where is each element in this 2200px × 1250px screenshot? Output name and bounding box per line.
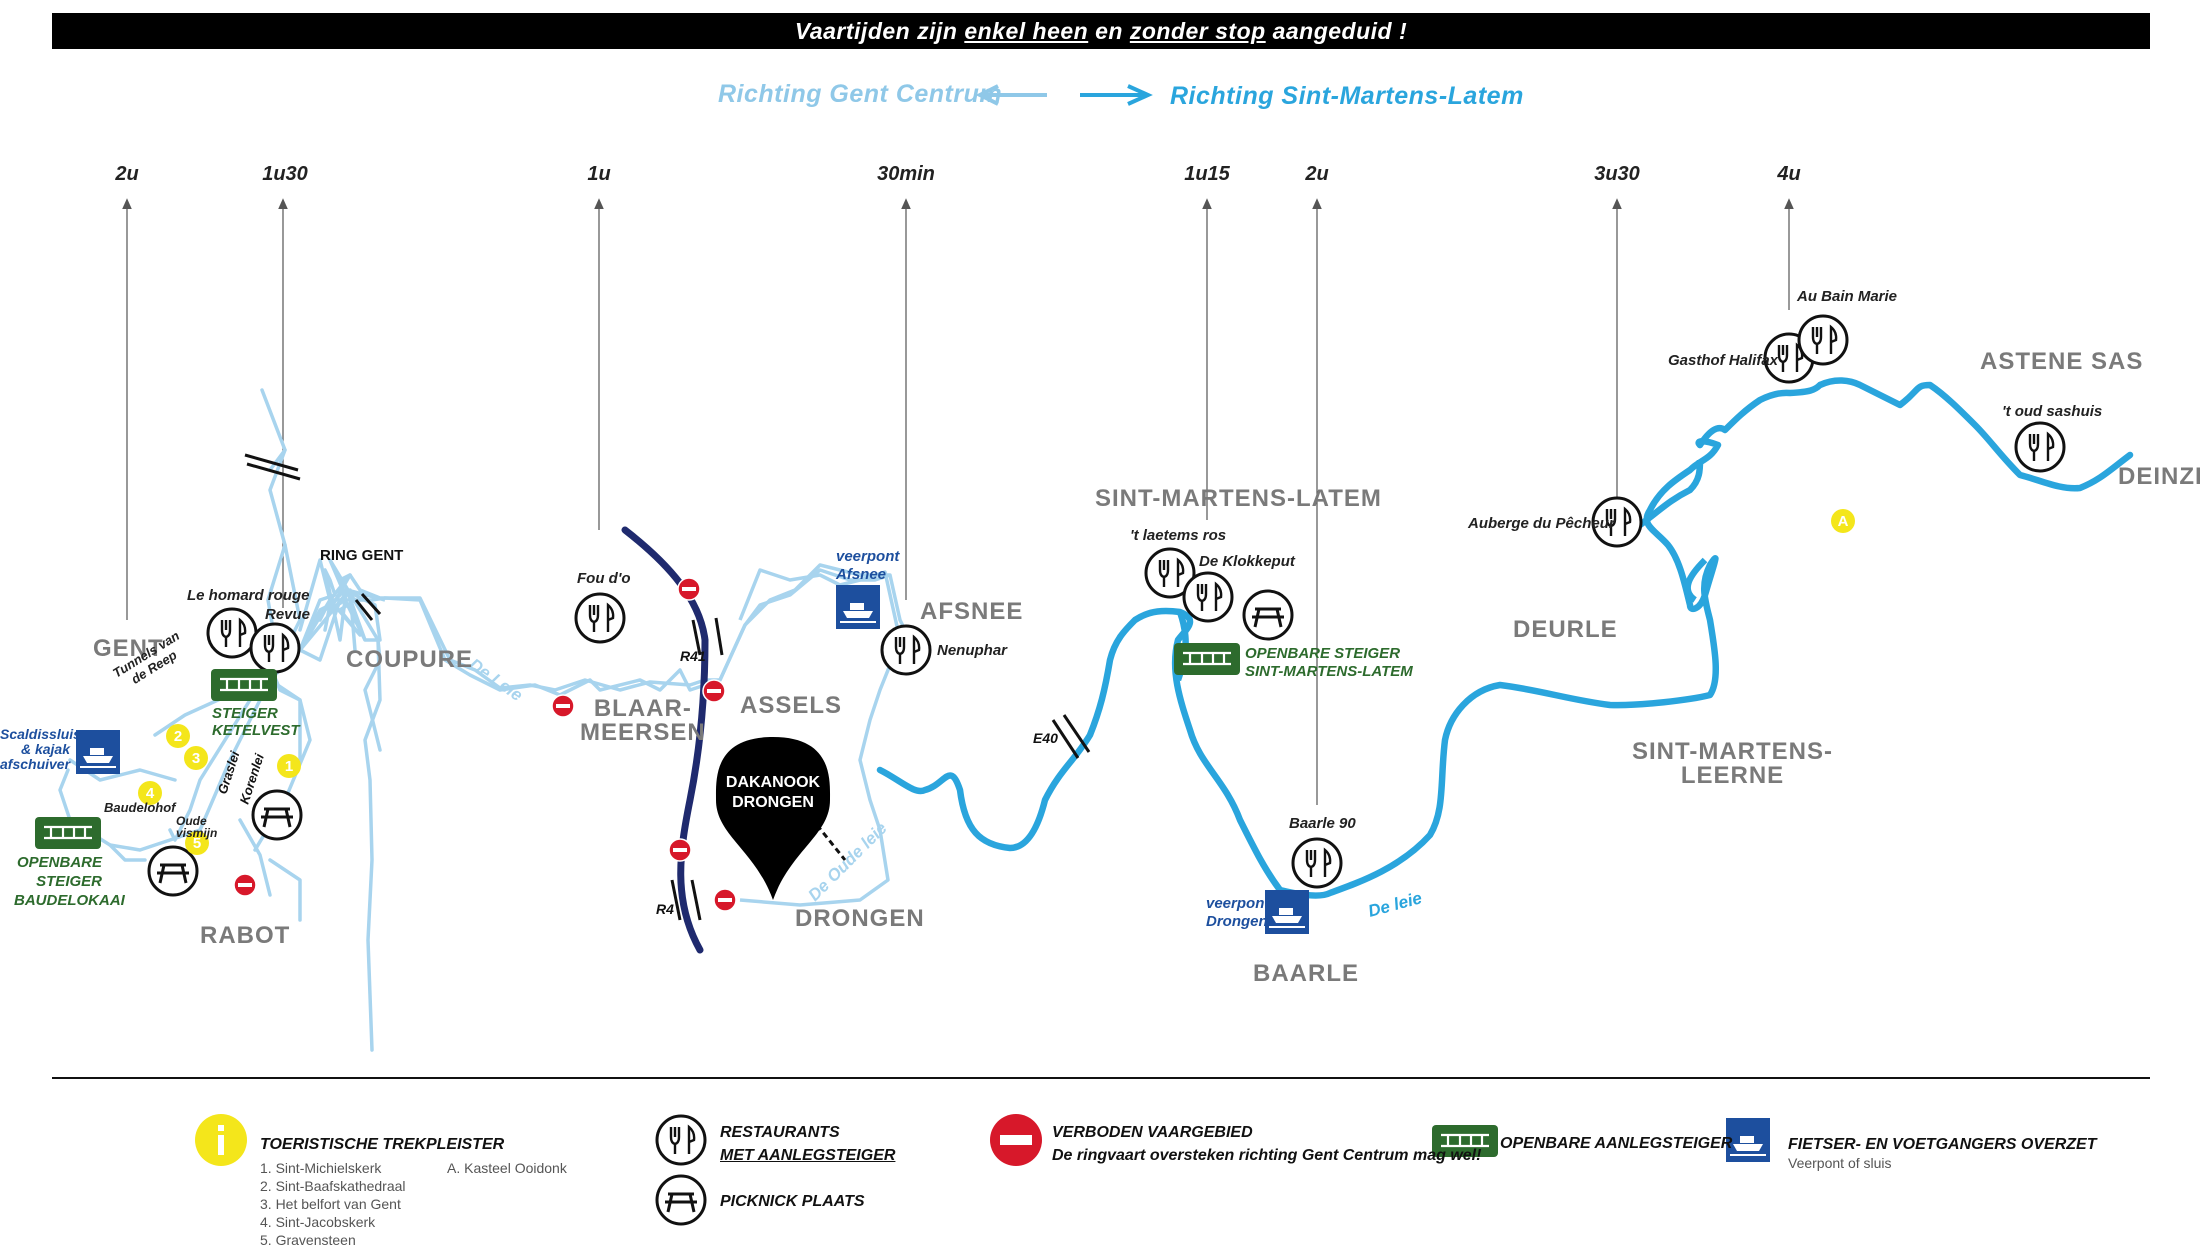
label-t-oud-sashuis: 't oud sashuis: [2002, 403, 2103, 420]
time-label: 4u: [1777, 163, 1801, 185]
legend-ferry-sub: Veerpont of sluis: [1788, 1155, 1892, 1171]
label-scaldissluis: Scaldissluis & kajak afschuiver: [0, 726, 81, 772]
area-afsnee: AFSNEE: [920, 598, 1024, 625]
area-coupure: COUPURE: [346, 646, 474, 673]
location-pin-icon: [715, 737, 831, 900]
label-dakanook-drongen: DAKANOOK DRONGEN: [725, 774, 821, 811]
label-oude-vismijn: Oude vismijn: [176, 814, 218, 840]
label-veerpont-drongen: veerpont Drongen: [1206, 895, 1270, 930]
svg-text:3: 3: [192, 750, 200, 767]
legend-restaurants-title: RESTAURANTS: [720, 1124, 840, 1141]
header-underlined-2: zonder stop: [1129, 18, 1266, 44]
legend-icons: [195, 1114, 1771, 1226]
time-label: 1u: [587, 163, 611, 185]
label-openbare-steiger-baudelokaai: OPENBARE STEIGER BAUDELOKAAI: [14, 854, 125, 909]
svg-text:A: A: [1838, 513, 1849, 530]
label-veerpont-afsnee: veerpont Afsnee: [836, 548, 900, 583]
info-marker-numbers: 1 2 3 4 5 A: [146, 513, 1849, 852]
label-r41: R41: [680, 648, 706, 664]
header-text-3: aangeduid !: [1265, 18, 1408, 44]
svg-text:2: 2: [174, 728, 182, 745]
area-astene-sas: ASTENE SAS: [1980, 348, 2144, 375]
time-label: 1u15: [1184, 163, 1230, 185]
road-crossings: [244, 453, 1091, 921]
area-deinze: DEINZE: [2118, 463, 2200, 490]
label-de-leie-2: De leie: [1366, 888, 1424, 921]
label-graslei: Graslei: [215, 749, 243, 796]
label-baarle-90: Baarle 90: [1289, 815, 1356, 832]
time-label: 3u30: [1594, 163, 1640, 185]
legend-tourist-title: TOERISTISCHE TREKPLEISTER: [260, 1136, 505, 1153]
area-sint-martens-latem: SINT-MARTENS-LATEM: [1095, 485, 1382, 512]
svg-text:1: 1: [285, 758, 293, 775]
label-steiger-ketelvest: STEIGER KETELVEST: [212, 705, 300, 739]
legend-tourist-a: A. Kasteel Ooidonk: [447, 1160, 567, 1176]
label-baudelohof: Baudelohof: [104, 800, 176, 815]
label-de-klokkeput: De Klokkeput: [1199, 553, 1295, 570]
label-e40: E40: [1033, 730, 1058, 746]
time-label: 30min: [877, 163, 935, 185]
legend-restaurants-sub: MET AANLEGSTEIGER: [720, 1147, 896, 1164]
label-fou-do: Fou d'o: [577, 570, 631, 587]
legend-picnic-title: PICKNICK PLAATS: [720, 1193, 865, 1210]
legend-tourist-list: 1. Sint-Michielskerk 2. Sint-Baafskathed…: [260, 1160, 406, 1248]
label-t-laetems-ros: 't laetems ros: [1130, 527, 1227, 544]
legend-jetty-title: OPENBARE AANLEGSTEIGER: [1500, 1135, 1733, 1152]
time-label: 1u30: [262, 163, 308, 185]
label-ring-gent: RING GENT: [320, 547, 403, 564]
river-leie: [876, 438, 1722, 899]
label-auberge-du-pecheur: Auberge du Pêcheur: [1468, 515, 1615, 532]
area-blaarmeersen: BLAAR- MEERSEN: [580, 695, 706, 746]
area-rabot: RABOT: [200, 922, 291, 949]
label-openbare-steiger-sml: OPENBARE STEIGER SINT-MARTENS-LATEM: [1245, 645, 1413, 680]
label-de-leie-1: De Leie: [466, 655, 526, 705]
label-nenuphar: Nenuphar: [937, 642, 1008, 659]
label-gasthof-halifax: Gasthof Halifax: [1668, 352, 1779, 369]
direction-gent-centrum: Richting Gent Centrum: [718, 80, 1003, 108]
svg-text:4: 4: [146, 785, 155, 802]
area-gent: GENT: [93, 635, 164, 662]
area-baarle: BAARLE: [1253, 960, 1359, 987]
area-assels: ASSELS: [740, 692, 843, 719]
header-text-2: en: [1088, 18, 1130, 44]
header-text-1: Vaartijden zijn: [794, 18, 965, 44]
legend-ferry-title: FIETSER- EN VOETGANGERS OVERZET: [1788, 1136, 2097, 1153]
label-r4: R4: [656, 901, 674, 917]
time-label: 2u: [115, 163, 139, 185]
area-sint-martens-leerne: SINT-MARTENS- LEERNE: [1632, 738, 1833, 789]
header-underlined-1: enkel heen: [964, 18, 1089, 44]
direction-sint-martens-latem: Richting Sint-Martens-Latem: [1170, 82, 1524, 110]
legend-forbidden-title: VERBODEN VAARGEBIED: [1052, 1124, 1253, 1141]
label-au-bain-marie: Au Bain Marie: [1797, 288, 1898, 305]
label-revue: Revue: [265, 606, 311, 623]
fork-knife-icon: [206, 314, 2066, 889]
area-drongen: DRONGEN: [795, 905, 925, 932]
legend-forbidden-sub: De ringvaart oversteken richting Gent Ce…: [1052, 1147, 1482, 1164]
header-banner: Vaartijden zijn enkel heen en zonder sto…: [52, 13, 2150, 49]
time-label: 2u: [1305, 163, 1329, 185]
svg-text:5: 5: [193, 835, 201, 852]
label-le-homard-rouge: Le homard rouge: [187, 587, 310, 604]
area-deurle: DEURLE: [1513, 616, 1618, 643]
